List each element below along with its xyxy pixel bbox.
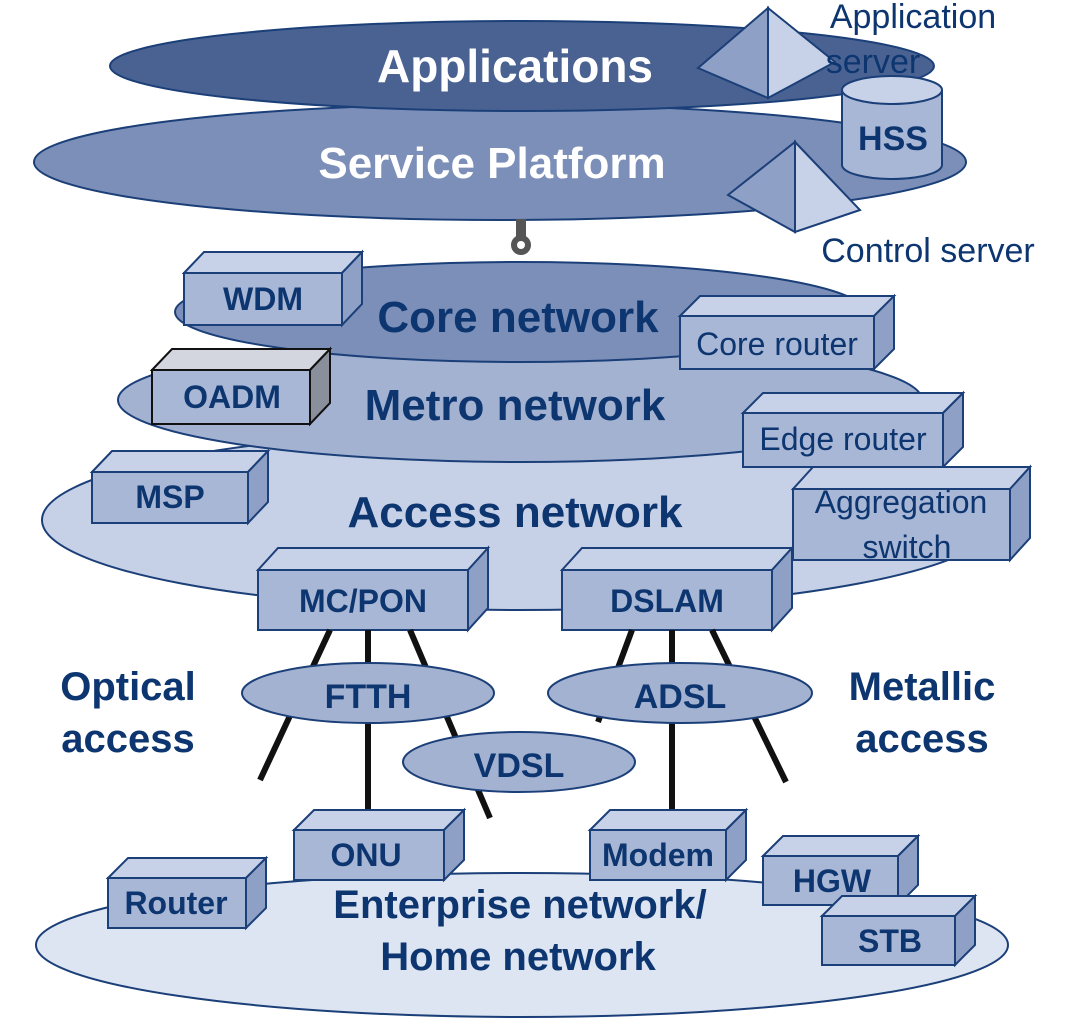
ftth-label: FTTH — [325, 678, 412, 716]
wdm-box — [181, 249, 365, 328]
mc-pon-box — [255, 545, 491, 633]
adsl-label: ADSL — [634, 678, 727, 716]
hgw-label: HGW — [793, 863, 872, 899]
edge-router-label: Edge router — [759, 421, 927, 457]
stb-box — [819, 893, 978, 968]
applications-label: Applications — [377, 40, 653, 92]
control-server-icon — [726, 139, 862, 234]
msp-box — [89, 448, 271, 526]
aggregation-switch-box — [790, 464, 1033, 563]
dslam-label: DSLAM — [610, 583, 724, 619]
vdsl-ellipse — [402, 731, 636, 793]
adsl-ellipse — [547, 662, 813, 724]
msp-label: MSP — [135, 479, 204, 515]
platform-core-connector — [511, 219, 531, 255]
optical-access-label: Optical — [60, 665, 196, 709]
edge-router-box — [740, 390, 966, 470]
wdm-label: WDM — [223, 281, 303, 317]
stb-label: STB — [858, 923, 922, 959]
modem-label: Modem — [602, 837, 714, 873]
application-server-icon — [696, 5, 837, 100]
application-server-label: Application — [830, 0, 996, 36]
oadm-label: OADM — [183, 379, 281, 415]
optical-access-label-2: access — [61, 717, 194, 761]
router-label: Router — [124, 885, 227, 921]
modem-box — [587, 807, 749, 883]
enterprise-network-layer — [35, 872, 1009, 1018]
dslam-box — [559, 545, 795, 633]
core-router-box — [677, 293, 897, 372]
core-network-label: Core network — [377, 293, 659, 342]
onu-label: ONU — [330, 837, 401, 873]
aggregation-switch-label-2: switch — [863, 529, 952, 565]
home-network-label: Home network — [380, 935, 656, 979]
vdsl-label: VDSL — [474, 747, 565, 785]
onu-box — [291, 807, 467, 883]
metallic-access-label: Metallic — [849, 665, 996, 709]
ftth-ellipse — [241, 662, 495, 724]
control-server-label: Control server — [821, 232, 1035, 270]
mc-pon-label: MC/PON — [299, 583, 427, 619]
application-server-label-2: server — [826, 43, 920, 81]
service-platform-label: Service Platform — [318, 139, 665, 188]
metro-network-label: Metro network — [365, 381, 666, 430]
oadm-box — [149, 346, 333, 427]
router-box — [105, 855, 269, 931]
metallic-access-label-2: access — [855, 717, 988, 761]
access-network-label: Access network — [347, 488, 683, 537]
hss-label: HSS — [858, 120, 928, 158]
core-router-label: Core router — [696, 326, 858, 362]
enterprise-network-label: Enterprise network/ — [333, 883, 706, 927]
hss-database-icon — [841, 75, 943, 180]
aggregation-switch-label: Aggregation — [815, 484, 988, 520]
